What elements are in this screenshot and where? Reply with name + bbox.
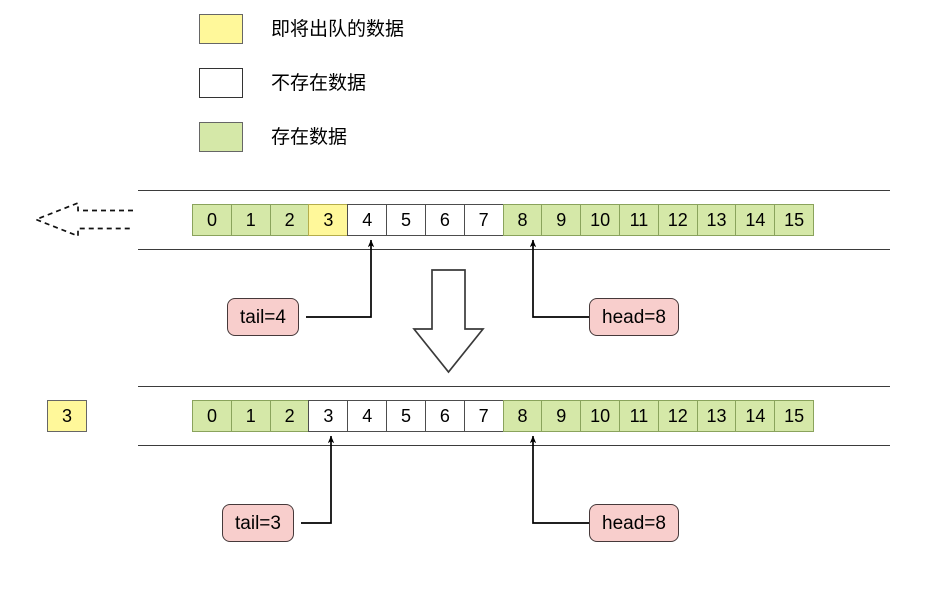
legend-swatch-white	[199, 68, 243, 98]
before-tail-connector	[306, 239, 375, 318]
after-cell-6: 6	[424, 400, 465, 432]
after-cell-8: 8	[502, 400, 543, 432]
before-cell-label: 10	[590, 210, 611, 230]
before-cell-label: 9	[556, 210, 567, 230]
after-cell-label: 13	[706, 406, 727, 426]
after-rail-bottom	[138, 445, 890, 446]
before-cell-label: 8	[517, 210, 528, 230]
before-cell-label: 14	[745, 210, 766, 230]
transition-down-arrow	[412, 269, 485, 374]
after-cell-label: 7	[478, 406, 489, 426]
after-cell-15: 15	[774, 400, 815, 432]
before-cell-label: 11	[629, 210, 649, 230]
before-cell-9: 9	[541, 204, 582, 236]
before-cell-15: 15	[774, 204, 815, 236]
before-cell-label: 0	[206, 210, 217, 230]
after-cell-label: 6	[439, 406, 450, 426]
outflow-dashed-arrow	[33, 201, 133, 238]
after-cell-label: 4	[362, 406, 373, 426]
before-cell-2: 2	[269, 204, 310, 236]
before-cell-label: 4	[362, 210, 373, 230]
legend-label-filled: 存在数据	[271, 126, 348, 148]
after-cell-label: 12	[667, 406, 688, 426]
before-head-label-text: head=8	[602, 306, 666, 328]
before-cell-label: 13	[706, 210, 727, 230]
before-tail-label: tail=4	[227, 298, 299, 336]
after-cell-14: 14	[735, 400, 776, 432]
before-cell-8: 8	[502, 204, 543, 236]
after-cell-label: 2	[284, 406, 295, 426]
after-cell-1: 1	[230, 400, 271, 432]
before-head-connector	[529, 239, 589, 318]
after-cell-2: 2	[269, 400, 310, 432]
before-cell-label: 15	[784, 210, 805, 230]
before-cell-7: 7	[463, 204, 504, 236]
after-cell-label: 8	[517, 406, 528, 426]
after-cell-11: 11	[618, 400, 659, 432]
before-cell-3: 3	[308, 204, 349, 236]
before-cell-label: 12	[667, 210, 688, 230]
after-cell-7: 7	[463, 400, 504, 432]
legend-label-empty: 不存在数据	[271, 72, 367, 94]
before-cell-6: 6	[424, 204, 465, 236]
before-rail-bottom	[138, 249, 890, 250]
after-cell-12: 12	[657, 400, 698, 432]
before-head-label: head=8	[589, 298, 679, 336]
before-cell-5: 5	[386, 204, 427, 236]
legend-label-dequeue-pending: 即将出队的数据	[271, 18, 405, 40]
after-cell-9: 9	[541, 400, 582, 432]
dequeued-value-text: 3	[61, 406, 72, 426]
before-cell-11: 11	[618, 204, 659, 236]
before-rail-top	[138, 190, 890, 191]
before-cell-0: 0	[192, 204, 232, 236]
before-cell-4: 4	[347, 204, 388, 236]
after-cell-label: 10	[590, 406, 611, 426]
before-cell-12: 12	[657, 204, 698, 236]
legend-swatch-green	[199, 122, 243, 152]
after-cell-13: 13	[696, 400, 737, 432]
after-tail-connector	[301, 435, 335, 524]
after-cell-label: 15	[784, 406, 805, 426]
after-rail-top	[138, 386, 890, 387]
after-head-label: head=8	[589, 504, 679, 542]
before-cell-label: 3	[323, 210, 334, 230]
after-cell-label: 11	[629, 406, 649, 426]
before-cell-1: 1	[230, 204, 271, 236]
after-tail-label-text: tail=3	[235, 512, 281, 534]
before-cell-14: 14	[735, 204, 776, 236]
before-cell-label: 1	[245, 210, 256, 230]
after-head-connector	[529, 435, 589, 524]
before-cell-10: 10	[580, 204, 621, 236]
before-tail-label-text: tail=4	[240, 306, 286, 328]
legend-item-dequeue-pending: 即将出队的数据	[199, 14, 404, 44]
before-cell-13: 13	[696, 204, 737, 236]
after-cell-5: 5	[386, 400, 427, 432]
after-cell-10: 10	[580, 400, 621, 432]
after-cell-label: 0	[206, 406, 217, 426]
after-tail-label: tail=3	[222, 504, 294, 542]
dequeued-value-chip: 3	[47, 400, 87, 432]
after-cell-label: 3	[323, 406, 334, 426]
after-cell-0: 0	[192, 400, 232, 432]
before-cell-label: 7	[478, 210, 489, 230]
after-cell-label: 14	[745, 406, 766, 426]
legend-item-filled: 存在数据	[199, 122, 347, 152]
after-cell-4: 4	[347, 400, 388, 432]
before-cell-label: 2	[284, 210, 295, 230]
after-cell-label: 1	[245, 406, 256, 426]
legend-item-empty: 不存在数据	[199, 68, 366, 98]
before-cell-label: 5	[401, 210, 412, 230]
after-head-label-text: head=8	[602, 512, 666, 534]
after-cell-label: 5	[401, 406, 412, 426]
legend-swatch-yellow	[199, 14, 243, 44]
after-cell-3: 3	[308, 400, 349, 432]
after-cell-label: 9	[556, 406, 567, 426]
before-cell-label: 6	[439, 210, 450, 230]
